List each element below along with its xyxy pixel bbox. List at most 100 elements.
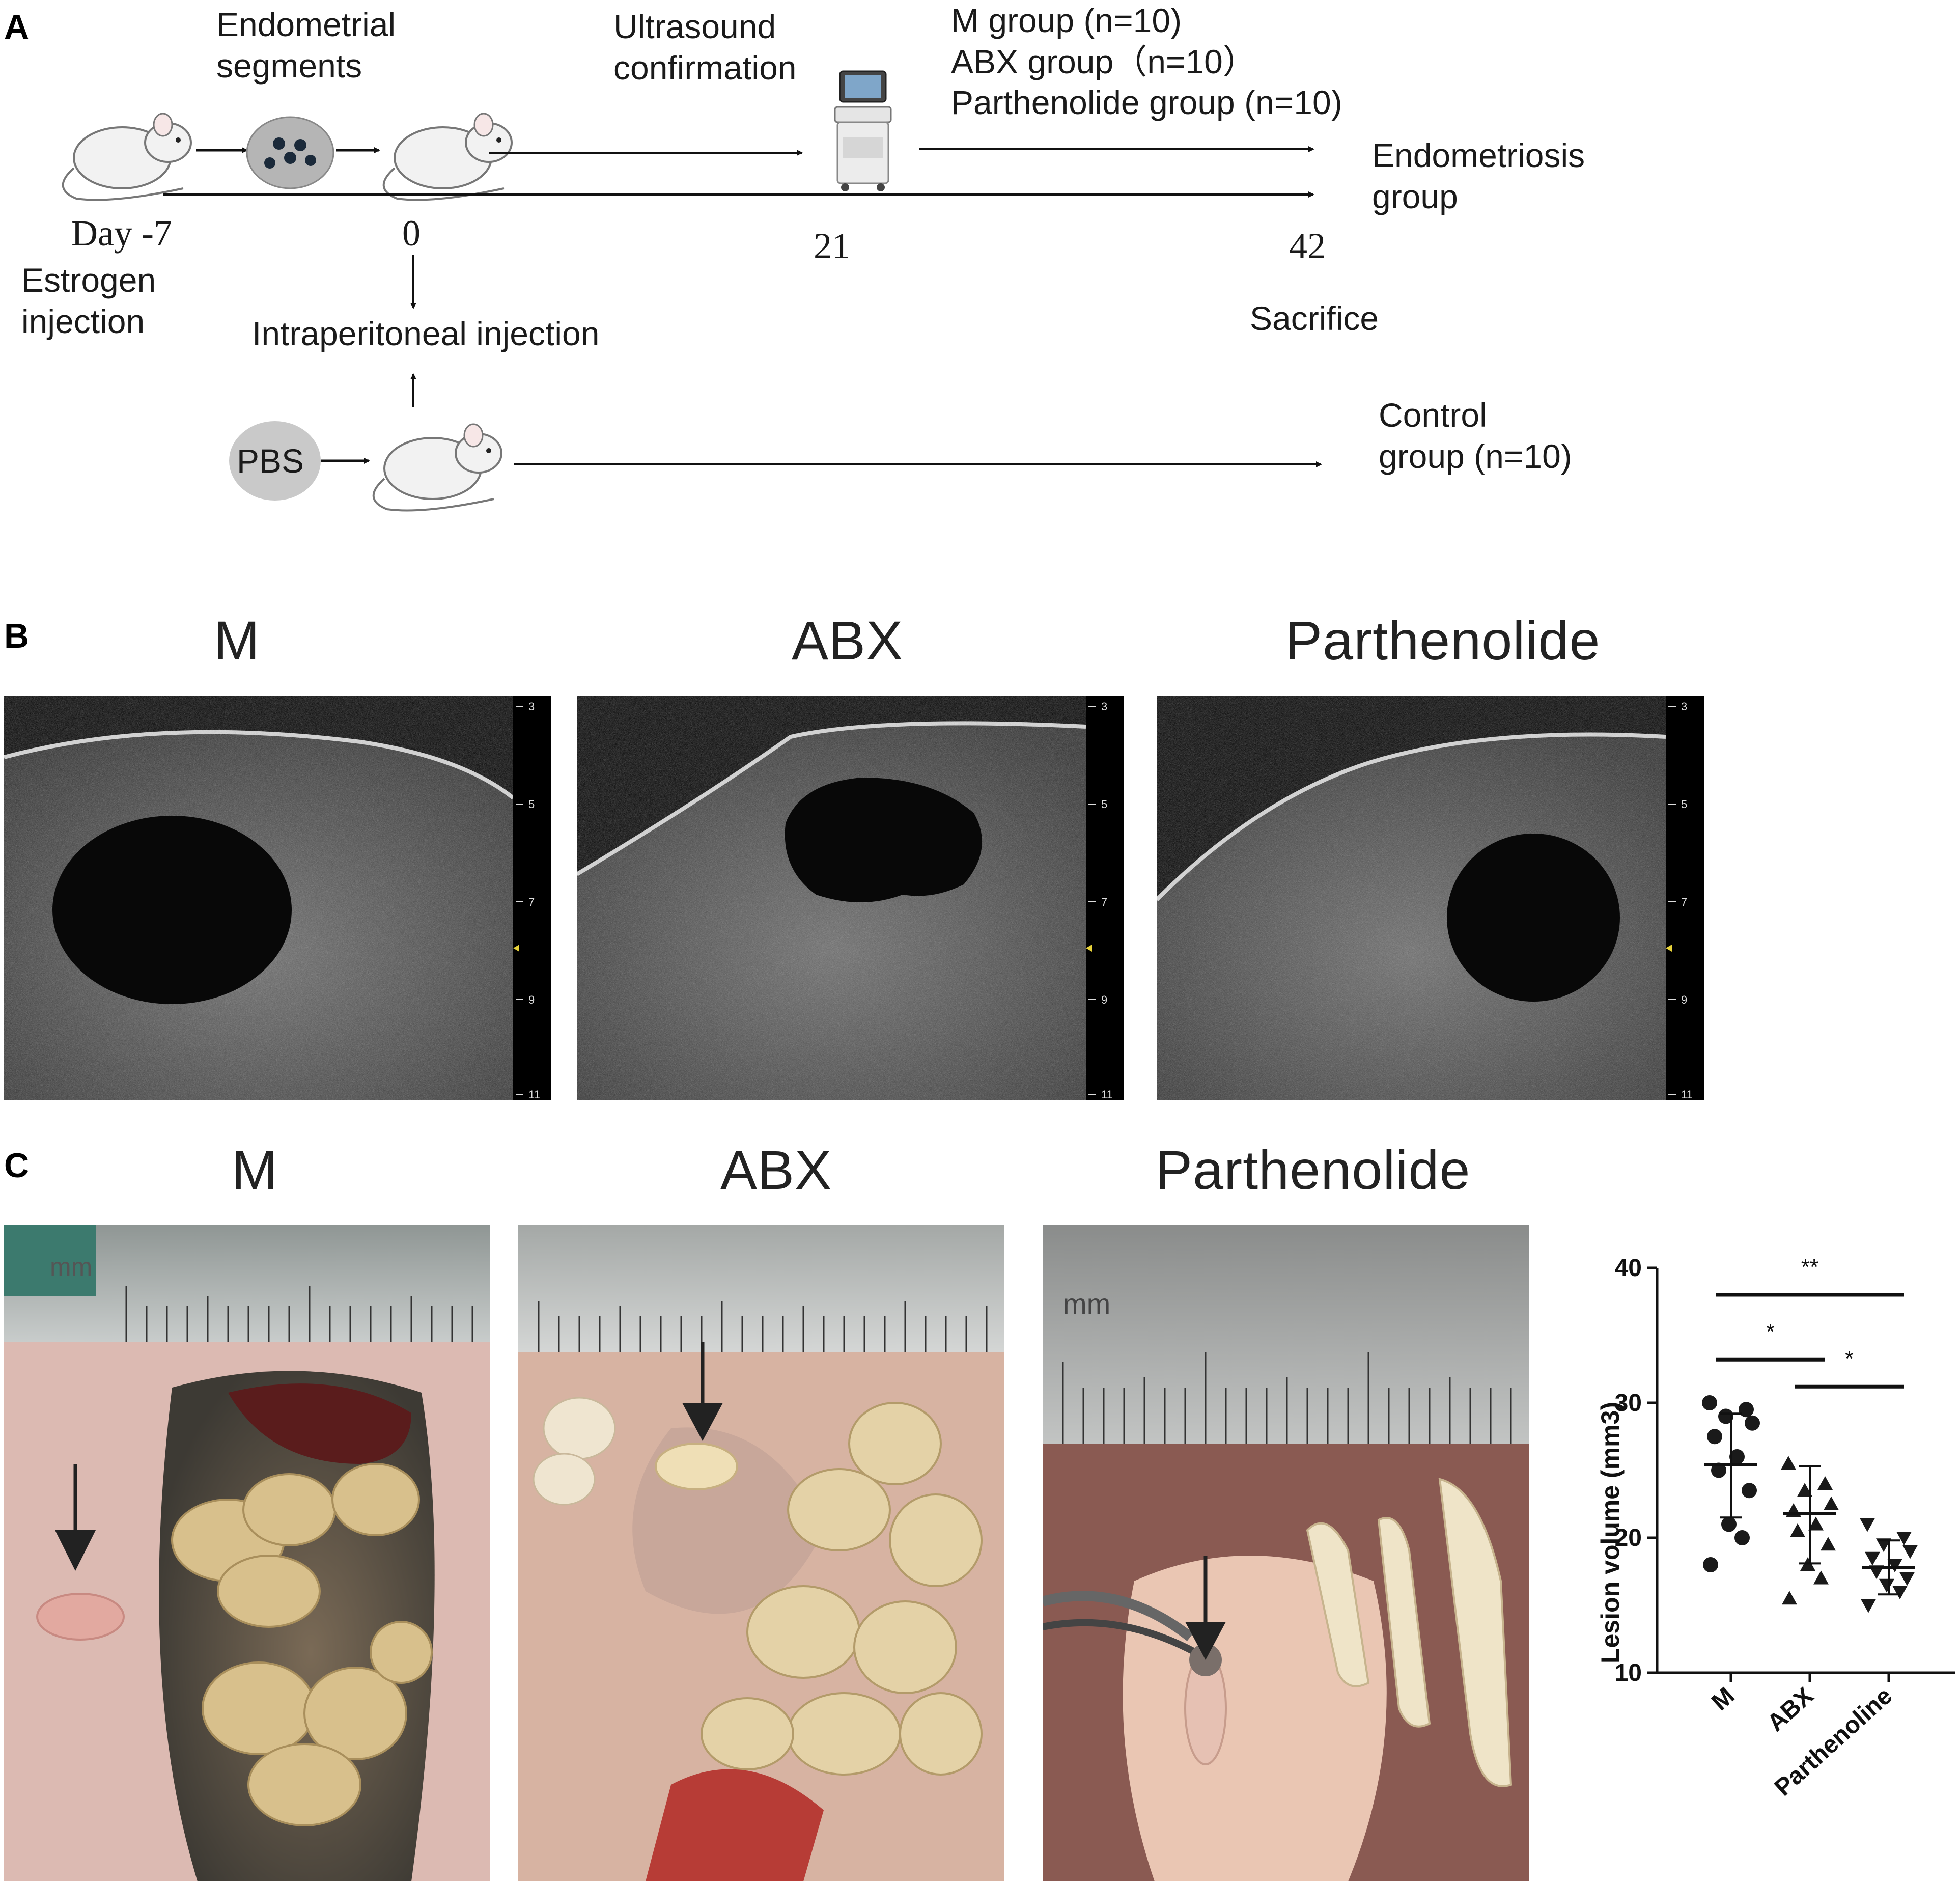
ultrasound-image-m: 3 5 7 9 11 (4, 696, 551, 1100)
lesion (36, 1593, 125, 1641)
ultrasound-confirmation-label: Ultrasound confirmation (613, 6, 797, 88)
data-point (1742, 1483, 1757, 1499)
depth-tick-label: 3 (1101, 700, 1107, 713)
depth-tick-label: 5 (1681, 798, 1687, 811)
data-point (1861, 1599, 1876, 1613)
panel-c-letter: C (4, 1146, 30, 1185)
significance-label: * (1766, 1319, 1775, 1344)
day-label-42: 42 (1289, 226, 1326, 266)
arrow-indicator-icon (682, 1342, 723, 1441)
data-point (1702, 1395, 1717, 1410)
data-point (1817, 1476, 1833, 1490)
y-tick-label: 10 (1615, 1659, 1642, 1686)
panel-b-title-m: M (214, 609, 260, 671)
data-point (1902, 1545, 1918, 1559)
depth-tick-label: 11 (1101, 1088, 1113, 1100)
data-point (1813, 1570, 1829, 1585)
surgical-photo-parthenolide: mm (1043, 1225, 1529, 1881)
x-tick-label: M (1706, 1682, 1740, 1716)
ruler-unit: mm (50, 1253, 92, 1281)
significance-label: ** (1801, 1255, 1818, 1280)
pbs-circle (229, 421, 321, 501)
intestine-loops (1306, 1478, 1513, 1787)
mouse-icon (372, 423, 502, 512)
depth-tick-label: 9 (1101, 993, 1107, 1006)
ultrasound-confirmation-line-1: Ultrasound (613, 8, 776, 45)
group-list: M group (n=10) ABX group（n=10） Parthenol… (951, 0, 1342, 123)
intestine-loops (171, 1463, 433, 1826)
depth-tick-label: 5 (528, 798, 535, 811)
depth-tick-label: 11 (1681, 1088, 1693, 1100)
group-list-item: M group (n=10) (951, 2, 1182, 39)
control-group-line-1: Control (1379, 396, 1487, 434)
data-point (1896, 1532, 1912, 1545)
chart-marks: **** (1702, 1255, 1918, 1613)
lesion-dark-region (785, 778, 982, 902)
endometrial-segments-line-1: Endometrial (216, 6, 396, 43)
ruler-ticks (538, 1301, 988, 1352)
panel-c-title-parthenolide: Parthenolide (1156, 1139, 1471, 1201)
data-point (1790, 1523, 1805, 1537)
data-point (1703, 1557, 1718, 1572)
x-tick-label: ABX (1762, 1682, 1819, 1737)
depth-tick-label: 7 (1101, 896, 1107, 908)
data-point (1729, 1449, 1745, 1464)
y-tick-label: 20 (1615, 1525, 1642, 1551)
panel-a-letter: A (4, 8, 30, 46)
sacrifice-label: Sacrifice (1250, 299, 1379, 337)
arrow-indicator-icon (55, 1464, 96, 1571)
estrogen-injection-line-2: injection (21, 302, 145, 340)
ultrasound-image-abx: 3 5 7 9 11 (577, 696, 1124, 1100)
day-label-21: 21 (814, 226, 850, 266)
data-point (1879, 1578, 1894, 1593)
depth-tick-label: 3 (528, 700, 535, 713)
group-list-item: Parthenolide group (n=10) (951, 84, 1342, 122)
data-point (1707, 1429, 1722, 1445)
data-point (1734, 1530, 1750, 1545)
lesion-dark-region (1447, 834, 1620, 1002)
panel-c-title-abx: ABX (720, 1139, 832, 1201)
control-group-label: Control group (n=10) (1379, 395, 1572, 477)
depth-scale: 3 5 7 9 11 (513, 700, 540, 1100)
depth-scale: 3 5 7 9 11 (1666, 700, 1693, 1100)
ruler-ticks (1062, 1352, 1512, 1444)
mouse-icon (382, 113, 513, 201)
depth-tick-label: 7 (1681, 896, 1687, 908)
estrogen-injection-label: Estrogen injection (21, 260, 156, 342)
data-point (1782, 1591, 1797, 1605)
depth-tick-label: 11 (528, 1088, 540, 1100)
endometrial-segments-line-2: segments (216, 46, 362, 85)
data-point (1721, 1516, 1737, 1532)
data-point (1797, 1483, 1812, 1497)
panel-c-title-m: M (232, 1139, 278, 1201)
intestine-loops (701, 1402, 983, 1776)
surgical-photo-abx (518, 1225, 1004, 1881)
ultrasound-image-parthenolide: 3 5 7 9 11 (1157, 696, 1704, 1100)
surgical-photo-m: mm (4, 1225, 490, 1881)
day-label-minus-7: Day -7 (71, 213, 172, 254)
data-point (1781, 1456, 1796, 1470)
endometrial-segments-icon (246, 116, 334, 189)
arrow-indicator-icon (1185, 1556, 1226, 1660)
depth-tick-label: 3 (1681, 700, 1687, 713)
panel-b-title-abx: ABX (792, 609, 904, 671)
data-point (1824, 1496, 1839, 1510)
endometriosis-group-line-2: group (1372, 177, 1458, 215)
lesion-dark-region (52, 816, 292, 1004)
control-group-line-2: group (n=10) (1379, 437, 1572, 475)
data-point (1892, 1586, 1908, 1599)
lesion (655, 1443, 738, 1490)
depth-tick-label: 5 (1101, 798, 1107, 811)
day-label-0: 0 (402, 213, 421, 254)
depth-tick-label: 9 (1681, 993, 1687, 1006)
intraperitoneal-injection-label: Intraperitoneal injection (252, 315, 600, 352)
mouse-icon (62, 113, 192, 201)
y-tick-label: 30 (1615, 1390, 1642, 1417)
data-point (1739, 1402, 1754, 1418)
endometriosis-group-label: Endometriosis group (1372, 135, 1585, 217)
data-point (1865, 1551, 1880, 1566)
ruler-unit: mm (1063, 1288, 1110, 1320)
data-point (1899, 1572, 1915, 1586)
